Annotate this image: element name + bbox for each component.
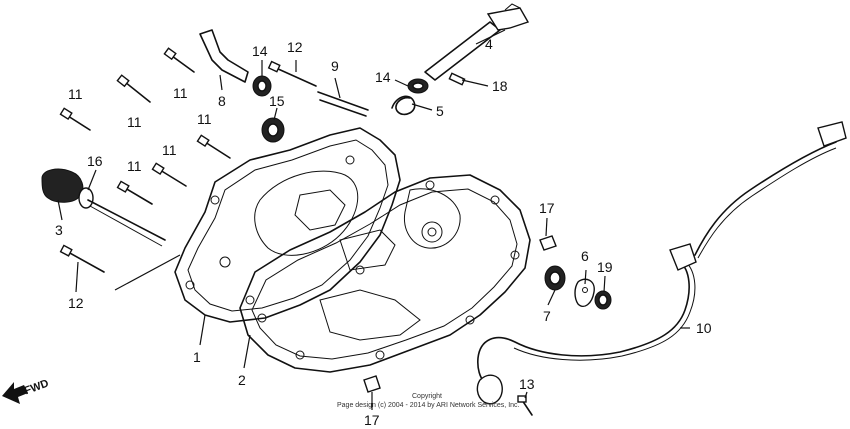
callout-17b: 17 <box>364 412 380 428</box>
callout-11e: 11 <box>127 158 142 174</box>
plate-6 <box>574 278 595 308</box>
copyright-line-1: Copyright <box>412 393 442 400</box>
callout-6: 6 <box>581 248 589 264</box>
wire-harness-10 <box>476 121 847 405</box>
callout-11b: 11 <box>127 114 142 130</box>
callout-2: 2 <box>238 372 246 388</box>
forward-direction-arrow: FWD <box>2 377 50 404</box>
pin-18 <box>448 72 466 86</box>
shaft-8 <box>199 29 249 83</box>
callout-19: 19 <box>597 259 613 275</box>
callout-8: 8 <box>218 93 226 109</box>
fwd-arrow-icon <box>2 382 28 404</box>
callout-12a: 12 <box>287 39 303 55</box>
callout-1: 1 <box>193 349 201 365</box>
callout-7: 7 <box>543 308 551 324</box>
spring-5 <box>391 95 416 116</box>
kickstarter-spindle <box>424 3 530 81</box>
callout-15: 15 <box>269 93 285 109</box>
copyright-watermark: Copyright Page design (c) 2004 - 2014 by… <box>337 393 520 409</box>
callout-10: 10 <box>696 320 712 336</box>
collar-17-upper <box>539 235 557 251</box>
fwd-label: FWD <box>23 377 51 397</box>
bearing-15 <box>261 117 285 143</box>
callout-3: 3 <box>55 222 63 238</box>
clutch-cover <box>239 174 531 373</box>
copyright-line-2: Page design (c) 2004 - 2014 by ARI Netwo… <box>337 402 520 409</box>
callout-5: 5 <box>436 103 444 119</box>
callout-4: 4 <box>485 36 493 52</box>
collar-17-lower <box>363 375 381 393</box>
callout-labels: 1 2 3 4 5 6 7 8 9 10 11 11 11 11 11 11 1… <box>55 36 712 428</box>
right-crankcase-cover <box>174 127 401 323</box>
oil-seal-14 <box>252 75 429 97</box>
callout-14b: 14 <box>375 69 391 85</box>
callout-13: 13 <box>519 376 535 392</box>
bolt-13 <box>517 395 533 416</box>
spring-7 <box>544 265 566 291</box>
oil-filler-cap <box>41 168 166 247</box>
washer-19 <box>594 290 612 310</box>
callout-12b: 12 <box>68 295 84 311</box>
leader-lines <box>57 29 690 410</box>
callout-17a: 17 <box>539 200 555 216</box>
callout-14a: 14 <box>252 43 268 59</box>
callout-16: 16 <box>87 153 103 169</box>
callout-18: 18 <box>492 78 508 94</box>
bolts-11 <box>59 47 231 205</box>
callout-11f: 11 <box>162 142 177 158</box>
bolts-12 <box>59 60 317 273</box>
callout-11c: 11 <box>173 85 188 101</box>
pin-9 <box>317 91 369 117</box>
callout-11d: 11 <box>197 111 212 127</box>
callout-9: 9 <box>331 58 339 74</box>
callout-11a: 11 <box>68 86 83 102</box>
